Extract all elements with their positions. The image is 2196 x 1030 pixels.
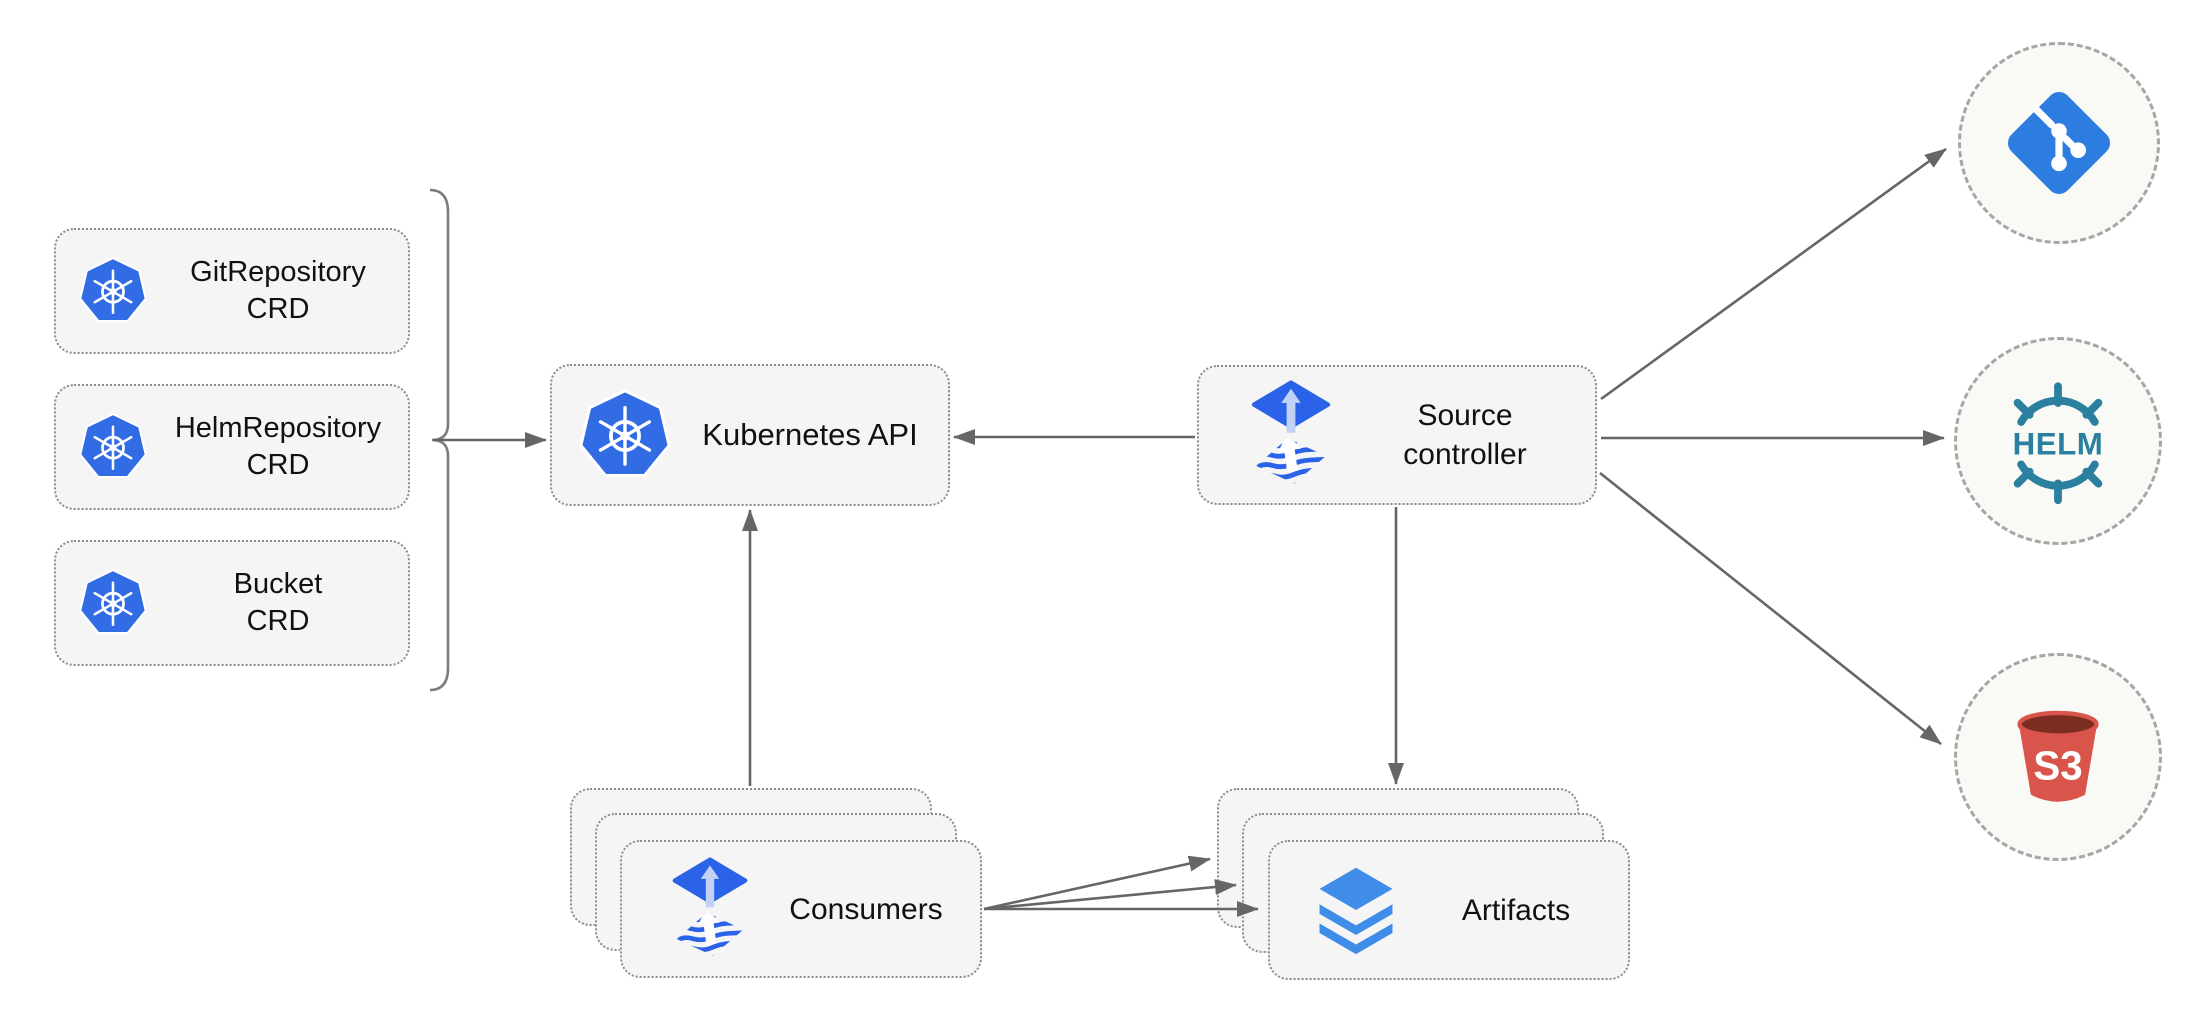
crd-label: Bucket CRD	[233, 567, 323, 637]
source-controller-label: Source controller	[1403, 399, 1527, 471]
helm-icon: HELM	[1991, 374, 2125, 508]
crd-box-gitrepository: GitRepository CRD	[54, 228, 410, 354]
s3-source-circle: S3	[1954, 653, 2162, 861]
crd-label: GitRepository CRD	[190, 255, 366, 325]
flux-icon	[1247, 380, 1335, 490]
crd-group-bracket	[429, 188, 450, 692]
consumers-box: Consumers	[620, 840, 982, 978]
git-icon	[1999, 83, 2119, 203]
s3-icon: S3	[1995, 694, 2121, 820]
kubernetes-icon	[78, 256, 148, 326]
helm-source-circle: HELM	[1954, 337, 2162, 545]
crd-label: HelmRepository CRD	[174, 411, 382, 481]
kubernetes-icon	[578, 388, 672, 482]
arrow-consumers-to-artifacts-2	[983, 879, 1237, 911]
flux-icon	[668, 857, 752, 962]
consumers-label: Consumers	[789, 892, 943, 926]
crd-box-bucket: Bucket CRD	[54, 540, 410, 666]
arrow-source-controller-to-git	[1600, 147, 1947, 401]
arrow-consumers-to-artifacts-1	[983, 855, 1211, 911]
layers-icon	[1308, 862, 1404, 958]
artifacts-box: Artifacts	[1268, 840, 1630, 980]
kubernetes-api-label: Kubernetes API	[702, 417, 918, 452]
s3-wordmark: S3	[2033, 743, 2082, 789]
arrow-source-controller-to-s3	[1599, 471, 1942, 746]
crd-box-helmrepository: HelmRepository CRD	[54, 384, 410, 510]
kubernetes-api-box: Kubernetes API	[550, 364, 950, 506]
git-source-circle	[1958, 42, 2160, 244]
helm-wordmark: HELM	[2013, 426, 2104, 461]
source-controller-box: Source controller	[1197, 365, 1597, 505]
kubernetes-icon	[78, 568, 148, 638]
artifacts-label: Artifacts	[1461, 893, 1571, 927]
kubernetes-icon	[78, 412, 148, 482]
